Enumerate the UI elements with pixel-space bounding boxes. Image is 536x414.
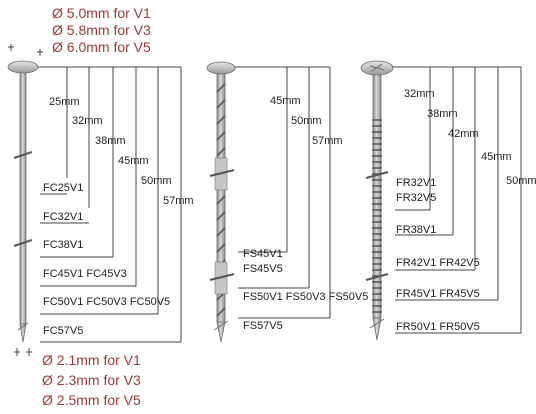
shank-diameter-v5: Ø 2.5mm for V5 — [42, 392, 141, 408]
head-diameter-v3: Ø 5.8mm for V3 — [52, 22, 151, 38]
ring-length-38: 38mm — [427, 108, 458, 120]
head-width-marker — [8, 44, 43, 56]
smooth-shank-nail — [7, 60, 39, 343]
screw-model-fs45v1: FS45V1 — [243, 248, 283, 260]
screw-length-50: 50mm — [291, 115, 322, 127]
shank-diameter-v1: Ø 2.1mm for V1 — [42, 352, 141, 368]
smooth-length-32: 32mm — [72, 115, 103, 127]
screw-dimension-lines — [235, 66, 331, 319]
smooth-dimension-lines — [38, 66, 182, 343]
smooth-model-fc45: FC45V1 FC45V3 — [43, 268, 127, 280]
smooth-model-fc38: FC38V1 — [43, 239, 83, 251]
shank-width-marker — [14, 348, 32, 356]
smooth-model-fc57: FC57V5 — [43, 325, 83, 337]
screw-model-fs45v5: FS45V5 — [243, 263, 283, 275]
ring-shank-nail — [360, 60, 394, 341]
smooth-length-38: 38mm — [95, 135, 126, 147]
ring-model-fr50: FR50V1 FR50V5 — [396, 321, 480, 333]
smooth-length-50: 50mm — [141, 175, 172, 187]
ring-dimension-lines — [393, 66, 522, 334]
head-diameter-v5: Ø 6.0mm for V5 — [52, 39, 151, 55]
screw-length-57: 57mm — [312, 135, 343, 147]
head-diameter-v1: Ø 5.0mm for V1 — [52, 5, 151, 21]
ring-model-fr42: FR42V1 FR42V5 — [396, 257, 480, 269]
ring-length-50: 50mm — [506, 175, 536, 187]
ring-model-fr45: FR45V1 FR45V5 — [396, 288, 480, 300]
smooth-model-fc32: FC32V1 — [43, 211, 83, 223]
ring-model-fr38: FR38V1 — [396, 224, 436, 236]
ring-length-42: 42mm — [448, 128, 479, 140]
shank-diameter-v3: Ø 2.3mm for V3 — [42, 372, 141, 388]
smooth-model-fc50: FC50V1 FC50V3 FC50V5 — [43, 296, 170, 308]
screw-model-fs57: FS57V5 — [243, 320, 283, 332]
screw-model-fs50: FS50V1 FS50V3 FS50V5 — [243, 291, 368, 303]
smooth-length-45: 45mm — [118, 155, 149, 167]
ring-length-32: 32mm — [404, 88, 435, 100]
smooth-length-25: 25mm — [49, 96, 80, 108]
screw-length-45: 45mm — [270, 95, 301, 107]
ring-model-fr32v1: FR32V1 — [396, 177, 436, 189]
ring-length-45: 45mm — [481, 151, 512, 163]
smooth-length-57: 57mm — [163, 195, 194, 207]
smooth-model-fc25: FC25V1 — [43, 182, 83, 194]
screw-shank-nail — [206, 61, 236, 343]
ring-model-fr32v5: FR32V5 — [396, 192, 436, 204]
